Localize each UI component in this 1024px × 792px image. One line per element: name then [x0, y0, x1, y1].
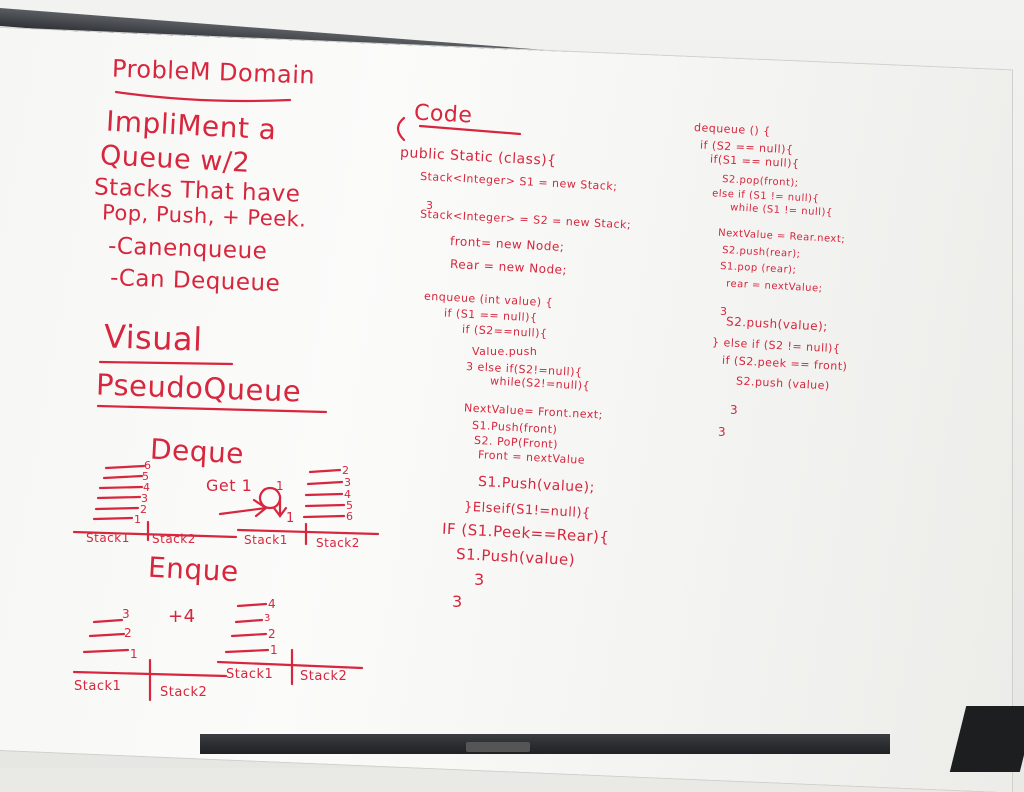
marker-strokes — [72, 90, 522, 702]
enque-stack-line — [236, 602, 268, 608]
enque-right-number: 3 — [264, 613, 271, 624]
deque-stack-line — [102, 474, 144, 480]
deque-stack-line — [104, 464, 146, 470]
stack1-label: Stack1 — [226, 667, 274, 682]
deque-right-number: 6 — [346, 510, 354, 523]
enque-left-number: 1 — [130, 647, 139, 661]
deque-stack-line — [96, 495, 142, 500]
stack2-label: Stack2 — [160, 685, 208, 700]
dequeue-line: 3 — [730, 403, 739, 417]
stack1-label: Stack1 — [74, 679, 122, 694]
enque-stack-line — [234, 618, 264, 624]
deque-stack-line — [94, 506, 140, 511]
deque-left-number: 5 — [142, 470, 150, 483]
deque-left-number: 2 — [140, 503, 148, 516]
deque-mid-number: 1 — [286, 511, 295, 526]
title-underline — [114, 90, 292, 103]
stack1-label: Stack1 — [86, 531, 130, 545]
code-line: Value.push — [472, 345, 538, 358]
visual-underline — [98, 360, 234, 366]
deque-base-line — [236, 528, 380, 536]
enque-right-number: 1 — [270, 643, 279, 657]
enque-stack-line — [82, 648, 130, 654]
enque-stack-line — [92, 618, 124, 624]
enque-left-number: 2 — [124, 626, 133, 640]
down-arrow — [272, 496, 288, 518]
enque-stack-line — [230, 632, 268, 638]
enque-stack-line — [224, 648, 270, 654]
pseudoqueue-underline — [96, 404, 328, 414]
dequeue-line: 3 — [718, 425, 727, 439]
enque-right-number: 2 — [268, 627, 277, 641]
deque-arrow — [218, 498, 268, 518]
stack2-label: Stack2 — [300, 669, 348, 684]
eraser — [466, 742, 530, 752]
deque-left-number: 1 — [134, 513, 142, 526]
code-line: 3 — [426, 199, 434, 212]
enque-left-number: 3 — [122, 607, 131, 621]
deque-base-line — [72, 530, 238, 539]
deque-left-number: 6 — [144, 459, 152, 472]
enque-stack-line — [88, 632, 126, 638]
code-line: 3 — [474, 570, 485, 589]
deque-right-number: 3 — [344, 476, 352, 489]
deque-stack-line — [98, 485, 144, 490]
marker-tray — [200, 734, 890, 754]
dequeue-line: 3 — [720, 305, 728, 318]
deque-right-number: 2 — [342, 464, 350, 477]
deque-stack-line — [302, 514, 346, 519]
stack1-label: Stack1 — [244, 533, 288, 547]
stack2-label: Stack2 — [316, 536, 360, 550]
circle-number: 1 — [276, 479, 285, 493]
deque-stack-line — [304, 492, 344, 497]
deque-left-number: 4 — [143, 481, 151, 494]
deque-left-number: 3 — [141, 492, 149, 505]
code-bracket — [396, 116, 522, 142]
deque-stack-line — [92, 516, 134, 521]
deque-stack-line — [306, 480, 344, 486]
plus-four-label: +4 — [168, 606, 196, 627]
deque-stack-line — [308, 468, 342, 474]
deque-stack-line — [304, 503, 346, 508]
enque-right-number: 4 — [268, 597, 277, 611]
deque-right-number: 4 — [344, 488, 352, 501]
deque-circle — [258, 486, 282, 510]
get-one-label: Get 1 — [206, 476, 253, 495]
deque-right-number: 5 — [346, 499, 354, 512]
code-line: 3 — [452, 592, 463, 611]
enque-base-line — [216, 660, 364, 670]
